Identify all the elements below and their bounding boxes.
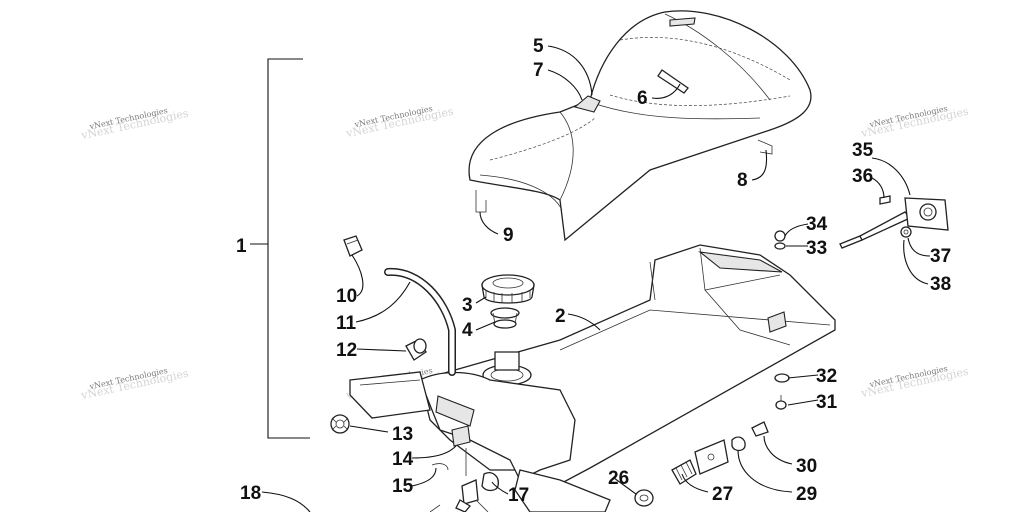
callout-5: 5 (533, 36, 544, 57)
callout-3: 3 (462, 295, 473, 316)
callout-35: 35 (852, 140, 874, 161)
callout-2: 2 (555, 306, 566, 327)
vent-fitting-icon (405, 338, 427, 361)
nut-icon (774, 230, 786, 250)
seat-clip-icon (475, 190, 487, 213)
callout-37: 37 (930, 246, 951, 267)
indicator-switch-icon (671, 421, 769, 485)
speedometer-cable-icon (839, 195, 949, 249)
callout-7: 7 (533, 60, 544, 81)
callout-1: 1 (236, 236, 247, 257)
callout-34: 34 (806, 214, 828, 235)
callout-31: 31 (816, 392, 838, 413)
callout-6: 6 (637, 88, 648, 109)
callout-14: 14 (392, 449, 414, 470)
callout-26: 26 (608, 468, 629, 489)
seat-tag-icon (573, 95, 601, 113)
callout-38: 38 (930, 274, 951, 295)
callout-8: 8 (737, 170, 748, 191)
callout-29: 29 (796, 484, 817, 505)
seat-icon (468, 10, 812, 242)
callout-15: 15 (392, 476, 414, 497)
callout-30: 30 (796, 456, 817, 477)
callout-18: 18 (240, 483, 261, 504)
callout-12: 12 (336, 340, 357, 361)
grommet-26-icon (634, 489, 654, 507)
seat-strap-icon (657, 69, 689, 94)
callout-4: 4 (462, 320, 473, 341)
fuel-hose-icon (343, 235, 456, 376)
leader-lines (261, 45, 931, 512)
callout-labels: 1 2 3 4 5 6 7 8 9 10 11 12 13 14 15 17 1… (236, 36, 951, 506)
callout-11: 11 (336, 313, 357, 334)
callout-13: 13 (392, 424, 413, 445)
fuel-cap-icon (481, 274, 535, 329)
callout-17: 17 (508, 485, 529, 506)
screw-icon (774, 373, 790, 410)
grommet-icon (330, 414, 350, 434)
fuel-tank-icon (349, 244, 836, 512)
callout-36: 36 (852, 166, 873, 187)
callout-9: 9 (503, 225, 514, 246)
seat-hook-icon (757, 139, 773, 155)
assembly-bracket (250, 58, 310, 439)
fuel-valve-icon (429, 448, 499, 512)
callout-10: 10 (336, 286, 357, 307)
callout-33: 33 (806, 238, 827, 259)
callout-32: 32 (816, 366, 837, 387)
callout-27: 27 (712, 484, 733, 505)
